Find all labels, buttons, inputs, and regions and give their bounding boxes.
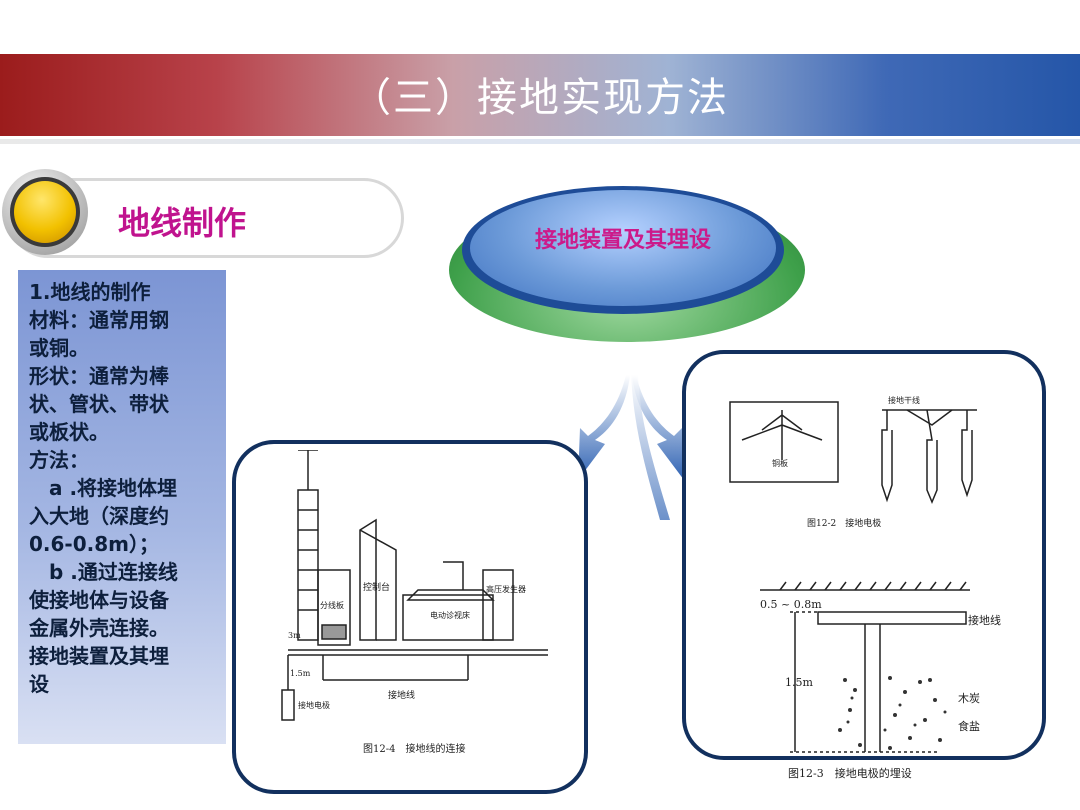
- text-line: 设: [29, 672, 49, 696]
- callout-ellipse: [470, 190, 776, 306]
- text-line: 1.地线的制作: [29, 280, 151, 304]
- label-dim-15m: 1.5m: [290, 669, 311, 678]
- text-line: a .将接地体埋: [29, 476, 178, 500]
- electrode-burial-diagram: 0.5 ~ 0.8m 接地线 1.5m 木炭 食盐 图12-3 接地电极的埋设: [760, 581, 1001, 780]
- section-title: 地线制作: [118, 204, 247, 242]
- banner-underline: [0, 139, 1080, 144]
- grounding-connection-diagram: 控制台 高压发生器 分线板 电动诊视床 接地线 接地电极 3m 1.5m 图12…: [281, 450, 548, 755]
- label-ground-wire: 接地线: [388, 689, 415, 701]
- label-salt: 食盐: [958, 719, 980, 733]
- label-dim-3m: 3m: [288, 631, 301, 640]
- label-control-desk: 控制台: [363, 581, 390, 593]
- ground-electrode-diagram: 接地干线 铜板 图12-2 接地电极: [729, 395, 977, 529]
- label-ground-electrode: 接地电极: [298, 700, 330, 710]
- label-length: 1.5m: [785, 676, 813, 689]
- figure-caption-left: 图12-4 接地线的连接: [363, 742, 465, 755]
- bullet-gold-dot: [14, 181, 76, 243]
- text-line: b .通过连接线: [29, 560, 178, 584]
- figure-caption-right-top: 图12-2 接地电极: [807, 517, 881, 529]
- label-trunk-line: 接地干线: [888, 395, 920, 405]
- label-copper-plate: 铜板: [772, 458, 788, 468]
- text-line: 接地装置及其埋: [29, 644, 169, 668]
- text-line: 状、管状、带状: [29, 392, 169, 416]
- text-line: 或铜。: [29, 336, 89, 360]
- label-distribution-board: 分线板: [320, 600, 344, 610]
- figure-frame-left: [232, 440, 588, 794]
- label-charcoal: 木炭: [958, 692, 980, 705]
- text-line: 金属外壳连接。: [29, 616, 169, 640]
- curved-arrows-icon: [578, 375, 684, 520]
- figure-frame-right: [682, 350, 1046, 760]
- text-line: 材料：通常用钢: [29, 308, 169, 332]
- text-line: 0.6-0.8m）；: [29, 532, 159, 556]
- label-depth: 0.5 ~ 0.8m: [760, 598, 822, 611]
- text-line: 形状：通常为棒: [29, 364, 169, 388]
- text-line: 方法：: [29, 448, 89, 472]
- label-ct-bed: 电动诊视床: [430, 610, 470, 620]
- text-line: 或板状。: [29, 420, 109, 444]
- label-hv-generator: 高压发生器: [486, 584, 526, 594]
- text-line: 入大地（深度约: [29, 504, 169, 528]
- callout-label: 接地装置及其埋设: [534, 227, 711, 253]
- title-banner: （三）接地实现方法: [0, 54, 1080, 136]
- text-line: 使接地体与设备: [29, 588, 169, 612]
- label-ground-line: 接地线: [968, 613, 1001, 627]
- slide-title: （三）接地实现方法: [351, 75, 729, 121]
- description-box: 1.地线的制作 材料：通常用钢 或铜。 形状：通常为棒 状、管状、带状 或板状。…: [18, 270, 226, 744]
- figure-caption-right-bottom: 图12-3 接地电极的埋设: [788, 766, 912, 780]
